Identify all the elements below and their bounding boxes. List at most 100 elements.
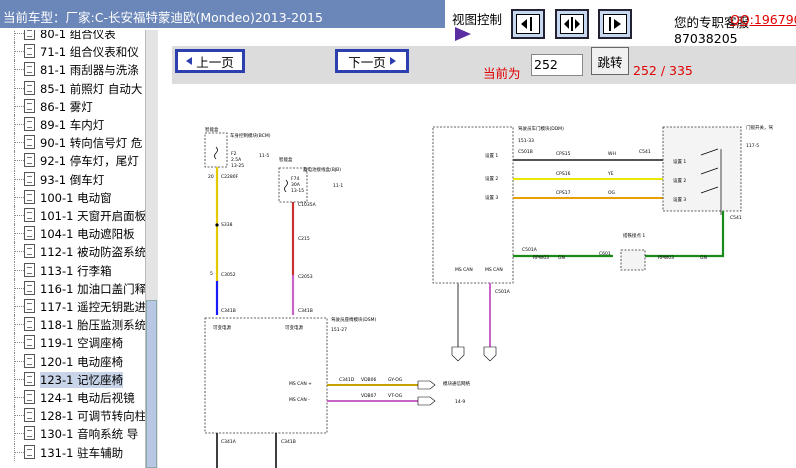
svg-text:设置 2: 设置 2 (673, 177, 686, 184)
document-icon (24, 30, 35, 40)
jump-button[interactable]: 跳转 (591, 47, 629, 75)
sidebar-item[interactable]: 71-1 组合仪表和仪 (0, 42, 145, 61)
sidebar-item[interactable]: 93-1 倒车灯 (0, 169, 145, 188)
top-bar: 当前车型：厂家:C-长安福特蒙迪欧(Mondeo)2013-2015 视图控制 … (0, 0, 796, 46)
sidebar-item-label: 71-1 组合仪表和仪 (40, 45, 139, 60)
fit-page-icon (603, 14, 627, 34)
tree-branch (14, 287, 24, 289)
qq-link[interactable]: QQ:196790 (730, 12, 796, 27)
navigation-bar: 上一页 下一页 (172, 46, 796, 84)
svg-text:117-5: 117-5 (746, 143, 759, 149)
sidebar-item[interactable]: 104-1 电动遮阳板 (0, 224, 145, 243)
sidebar-item[interactable]: 119-1 空调座椅 (0, 333, 145, 352)
svg-text:C501A: C501A (522, 247, 538, 253)
document-icon (24, 62, 35, 77)
tree-branch (14, 378, 24, 380)
right-arrow-icon (389, 57, 396, 65)
document-icon (24, 335, 35, 350)
svg-text:C341A: C341A (221, 439, 237, 445)
sidebar-item-label: 128-1 可调节转向柱 (40, 409, 145, 424)
svg-text:智能盒: 智能盒 (279, 156, 293, 163)
fit-both-button[interactable] (555, 9, 589, 39)
svg-text:VT-OG: VT-OG (388, 393, 403, 399)
sidebar-item[interactable]: 123-1 记忆座椅 (0, 369, 145, 388)
sidebar-item[interactable]: 130-1 音响系统 导 (0, 424, 145, 443)
help-phone: 87038205 (674, 31, 738, 46)
bjb-fuse-box: 智能盒 蓄电池接线盒(BJB) F74 30A 13-15 11-1 (278, 156, 343, 203)
document-icon (24, 135, 35, 150)
sidebar-item[interactable]: 124-1 电动后视镜 (0, 388, 145, 406)
sidebar-item[interactable]: 85-1 前照灯 自动大 (0, 78, 145, 97)
sidebar-item[interactable]: 90-1 转向信号灯 危 (0, 133, 145, 152)
sidebar-item-label: 117-1 遥控无钥匙进 (40, 300, 145, 314)
svg-text:C2280F: C2280F (221, 174, 239, 180)
scrollbar-thumb[interactable] (146, 300, 157, 468)
fit-page-button[interactable] (598, 9, 632, 39)
next-page-button[interactable]: 下一页 (335, 49, 409, 73)
sidebar-item[interactable]: 113-1 行李箱 (0, 260, 145, 279)
sidebar-item[interactable]: 120-1 电动座椅 (0, 351, 145, 370)
svg-text:搭铁接点 1: 搭铁接点 1 (623, 232, 645, 239)
tree-branch (14, 160, 24, 162)
sidebar-item[interactable]: 81-1 雨刮器与洗涤 (0, 60, 145, 79)
next-page-label: 下一页 (348, 54, 386, 70)
fit-width-button[interactable] (511, 9, 545, 39)
svg-text:C601: C601 (599, 251, 611, 257)
svg-text:GY-OG: GY-OG (388, 377, 403, 383)
svg-text:设置 2: 设置 2 (485, 175, 498, 182)
document-icon (24, 262, 35, 277)
svg-text:MS CAN: MS CAN (455, 267, 473, 273)
svg-text:VDB06: VDB06 (361, 377, 376, 383)
tree-branch (14, 342, 24, 344)
svg-text:设置 1: 设置 1 (673, 158, 686, 165)
svg-text:可变电源: 可变电源 (213, 324, 231, 331)
tree-branch (14, 433, 24, 435)
sidebar-item[interactable]: 118-1 胎压监测系统 (0, 315, 145, 334)
sidebar-item[interactable]: 92-1 停车灯，尾灯 (0, 151, 145, 170)
sidebar-item-label: 116-1 加油口盖门释 (40, 281, 145, 296)
document-icon (24, 189, 35, 204)
title-bar (0, 0, 445, 28)
prev-page-button[interactable]: 上一页 (175, 49, 245, 73)
sidebar-item[interactable]: 131-1 驻车辅助 (0, 442, 145, 461)
svg-text:C215: C215 (298, 236, 310, 242)
svg-text:智能盒: 智能盒 (205, 126, 219, 133)
svg-text:5: 5 (210, 271, 213, 277)
svg-text:C1035A: C1035A (298, 202, 317, 208)
sidebar-item[interactable]: 100-1 电动窗 (0, 187, 145, 206)
tree-branch (14, 142, 24, 144)
sidebar-item-label: 112-1 被动防盗系统 (40, 245, 145, 260)
svg-text:GN: GN (558, 255, 565, 261)
tree-branch (14, 105, 24, 107)
svg-text:C341B: C341B (221, 308, 236, 314)
svg-text:S338: S338 (221, 222, 233, 228)
current-page-label: 当前为 (483, 66, 521, 81)
svg-text:11-1: 11-1 (333, 183, 343, 189)
page-number-input[interactable]: 252 (531, 54, 583, 76)
svg-text:20: 20 (208, 174, 214, 180)
tree-branch (14, 306, 24, 307)
sidebar-item[interactable]: 89-1 车内灯 (0, 115, 145, 133)
sidebar-item[interactable]: 101-1 天窗开启面板 (0, 206, 145, 224)
sidebar-item[interactable]: 116-1 加油口盖门释 (0, 278, 145, 297)
sidebar-item-label: 120-1 电动座椅 (40, 354, 124, 369)
sidebar-item-label: 85-1 前照灯 自动大 (40, 81, 143, 96)
sidebar-item[interactable]: 80-1 组合仪表 (0, 30, 145, 42)
sidebar-item-label: 89-1 车内灯 (40, 118, 105, 132)
document-icon (24, 299, 35, 313)
sidebar-item[interactable]: 86-1 雾灯 (0, 96, 145, 115)
tree-branch (14, 233, 24, 235)
sidebar-item-label: 90-1 转向信号灯 危 (40, 136, 143, 151)
sidebar-item[interactable]: 112-1 被动防盗系统 (0, 242, 145, 261)
sidebar-item[interactable]: 128-1 可调节转向柱 (0, 406, 145, 425)
svg-text:11-5: 11-5 (259, 153, 269, 159)
tree-branch (14, 87, 24, 89)
svg-text:RPW03: RPW03 (658, 255, 674, 261)
diagram-svg: 智能盒 车身控制模块(BCM) F2 2.5A 13-25 11-5 智能盒 蓄… (204, 124, 773, 468)
svg-text:驾驶员座椅模块(DSM): 驾驶员座椅模块(DSM) (331, 316, 376, 323)
svg-text:C501A: C501A (495, 289, 511, 295)
sidebar-item[interactable]: 117-1 遥控无钥匙进 (0, 297, 145, 315)
svg-text:RPW03: RPW03 (533, 255, 549, 261)
tree-line (14, 30, 24, 42)
